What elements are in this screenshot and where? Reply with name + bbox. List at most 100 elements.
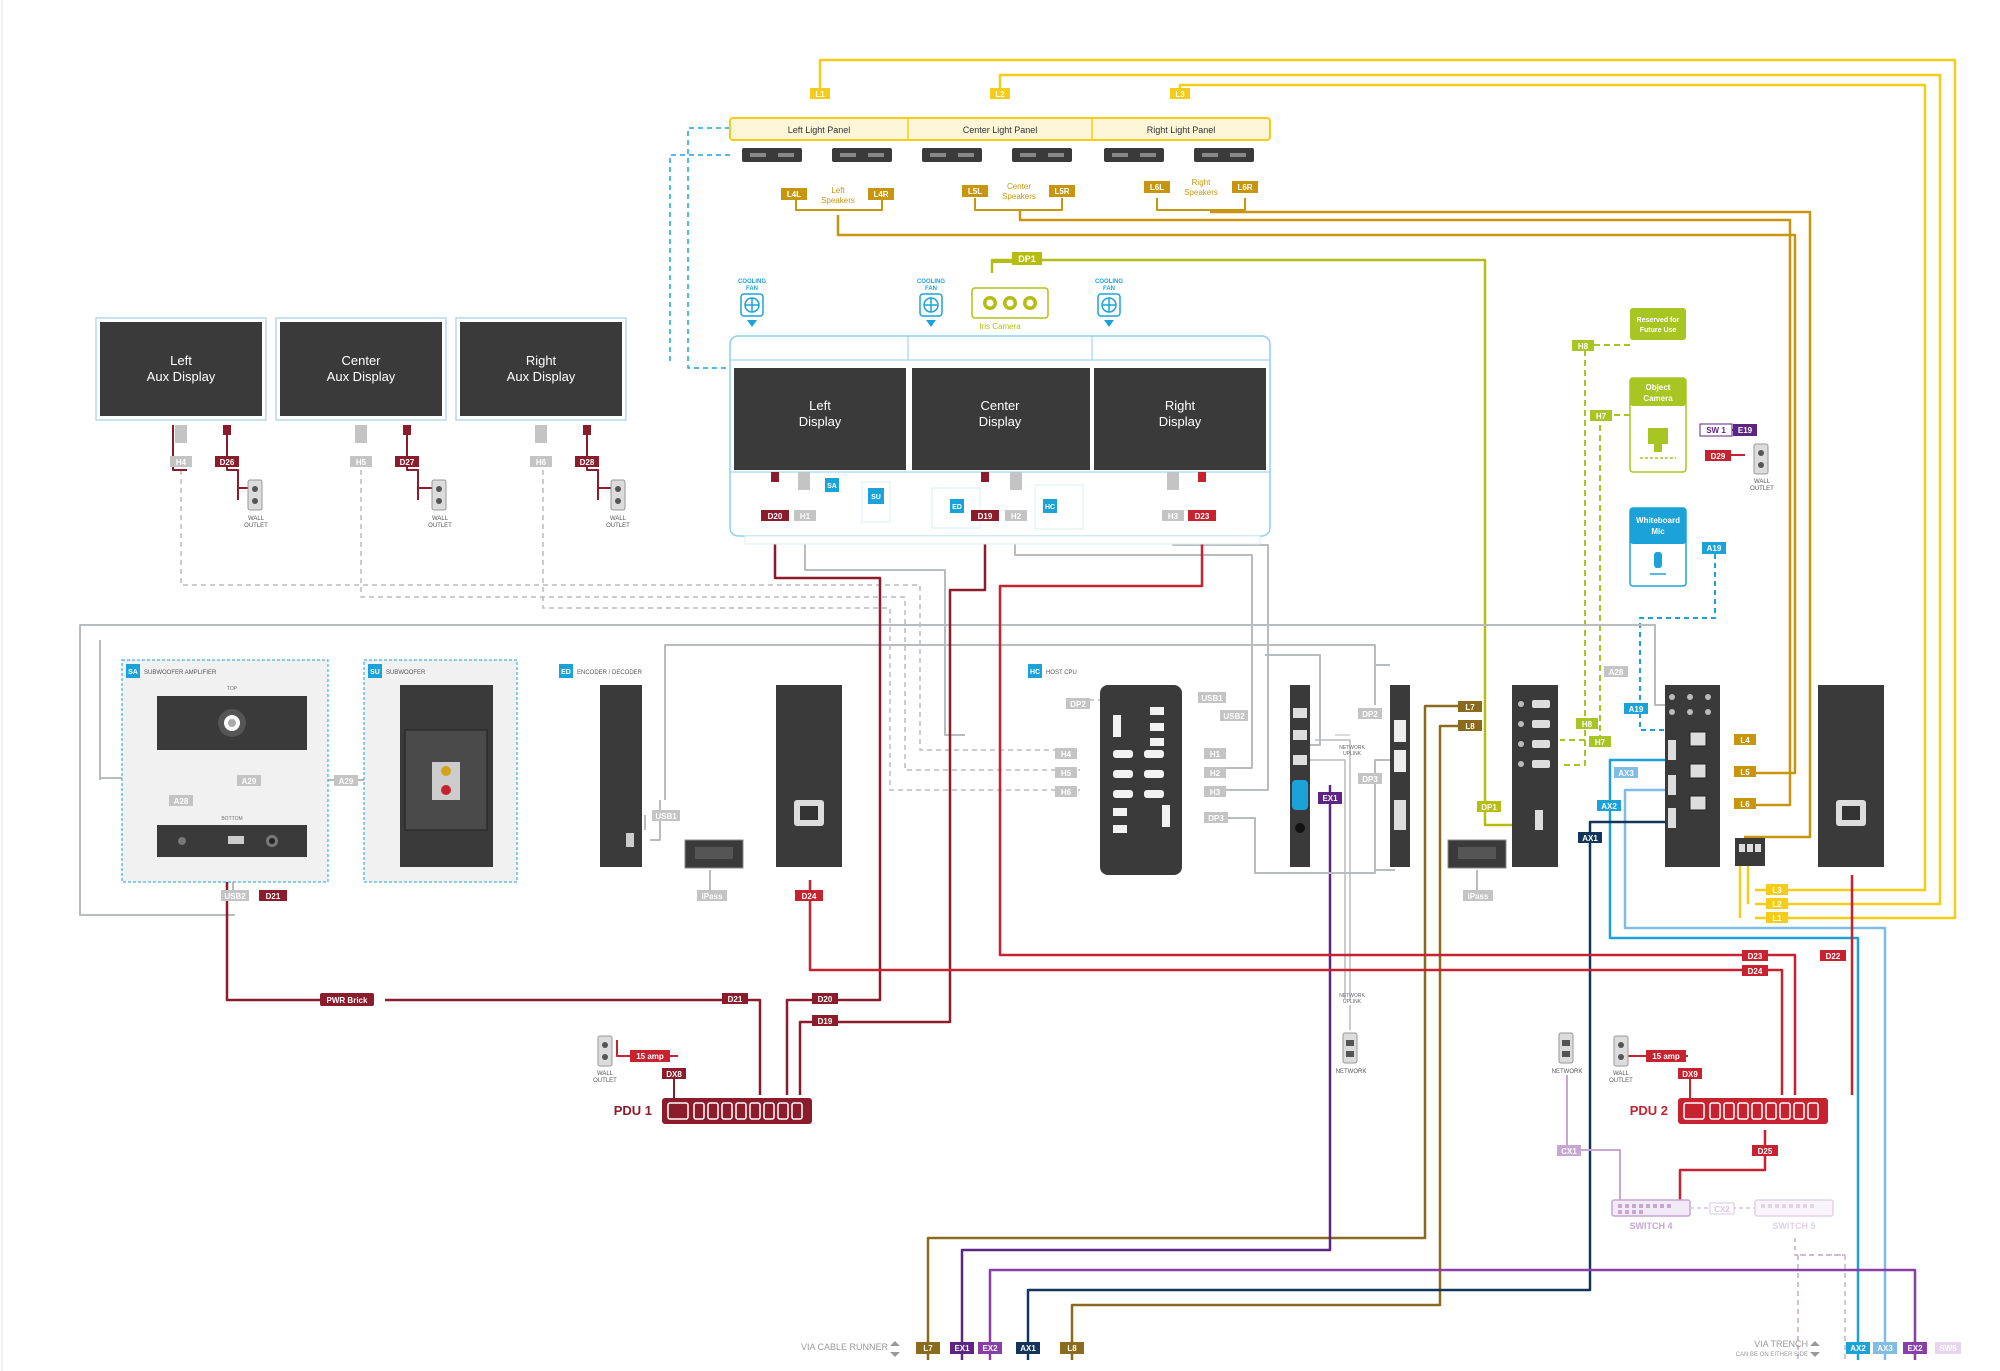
tag-d29: D29 [1711,452,1726,461]
fan-label-2: FAN [746,286,758,292]
tag-h1-hc: H1 [1210,750,1221,759]
network-uplink-label-4: UPLINK [1343,999,1362,1005]
light-panel-right-label: Right Light Panel [1147,125,1216,135]
tag-h4-aux: H4 [176,458,187,467]
tag-l5-device: L5 [1740,768,1750,777]
tag-l2-device: L2 [1772,900,1782,909]
tag-l2-top: L2 [995,90,1005,99]
power-section: PWR Brick D21 D20 D19 D23 D24 D22 D25 PD… [320,950,1846,1156]
object-camera-label-2: Camera [1643,394,1673,403]
tag-usb1-hc: USB1 [1201,694,1223,703]
tag-dx9: DX9 [1682,1070,1698,1079]
tag-l5r: L5R [1054,187,1069,196]
wall-outlet-icon: WALL OUTLET [428,479,452,529]
bottom-tag-ex2-left: EX2 [982,1344,998,1353]
tag-h4-hc: H4 [1061,750,1072,759]
light-panel-center-label: Center Light Panel [963,125,1038,135]
wall-outlet-label-1: WALL [248,516,265,522]
tag-h3-display: H3 [1168,512,1179,521]
right-speakers-label-2: Speakers [1184,188,1218,197]
tag-d22-power: D22 [1826,952,1841,961]
tag-l4-device: L4 [1740,736,1750,745]
tag-cx1: CX1 [1561,1147,1577,1156]
tag-l5l: L5L [968,187,982,196]
fan-label-1: COOLING [738,279,766,285]
network-outlet-icon: NETWORK [1336,1032,1366,1075]
sa-tag: SA [128,669,138,676]
aux-right-line1: Right [526,353,557,368]
switch4-label: SWITCH 4 [1629,1221,1672,1231]
tag-h1-display: H1 [800,512,811,521]
sa-section-label: SUBWOOFER AMPLIFIER [144,670,217,676]
wall-outlet-label-2: OUTLET [1609,1078,1633,1084]
wall-outlet-icon: WALL OUTLET [1750,443,1774,492]
light-panels: Left Light Panel Center Light Panel Righ… [729,88,1271,162]
cooling-fan-center: COOLING FAN [917,279,945,327]
tag-ipass-left: iPass [702,892,723,901]
badge-ed: ED [952,504,962,511]
fan-label-1: COOLING [1095,279,1123,285]
cooling-fan-right: COOLING FAN [1095,279,1123,327]
tag-l3-device: L3 [1772,886,1782,895]
speaker-tags: L4L L4R Left Speakers L5L L5R Center Spe… [781,178,1258,205]
tag-dp2-hc: DP2 [1070,700,1086,709]
wall-outlet-label-2: OUTLET [593,1078,617,1084]
network-uplink-label-3: NETWORK [1339,993,1365,999]
aux-right-line2: Aux Display [507,369,576,384]
wall-outlet-label-1: WALL [432,516,449,522]
aux-left-line1: Left [170,353,192,368]
tag-h7-device: H7 [1595,738,1606,747]
main-right-line2: Display [1159,414,1202,429]
center-speakers-label-2: Speakers [1002,192,1036,201]
tag-d24-power: D24 [1748,967,1763,976]
bottom-tag-ex2-right: EX2 [1907,1344,1923,1353]
main-center-line2: Display [979,414,1022,429]
badge-hc: HC [1045,504,1055,511]
tag-dp3-hc: DP3 [1208,814,1224,823]
tag-ax2-device: AX2 [1601,802,1617,811]
wall-outlet-label-1: WALL [597,1071,614,1077]
tag-dp1-device: DP1 [1481,803,1497,812]
tag-ex1-device: EX1 [1322,794,1338,803]
tag-d27: D27 [400,458,415,467]
tag-dp1-top: DP1 [1018,254,1036,264]
right-column-devices: Reserved for Future Use Object Camera SW… [1572,308,1774,587]
object-camera-label-1: Object [1646,383,1671,392]
tag-h2-display: H2 [1011,512,1022,521]
camera-area: DP1 Iris Camera COOLING FAN COOLING FAN … [738,252,1123,331]
connection-tags: A28 A29 A29 USB2 D21 USB1 iPass D24 iPas… [169,666,1788,1005]
tag-d19-display: D19 [978,512,993,521]
main-left-line1: Left [809,398,831,413]
tag-h8-device: H8 [1582,720,1593,729]
wall-outlet-label-1: WALL [610,516,627,522]
fan-label-2: FAN [925,286,937,292]
tag-d21-power: D21 [728,995,743,1004]
su-section-label: SUBWOOFER [386,670,426,676]
main-left-line2: Display [799,414,842,429]
tag-usb1-ed: USB1 [655,812,677,821]
badge-su: SU [871,494,881,501]
cooling-fan-left: COOLING FAN [738,279,766,327]
aux-center-line2: Aux Display [327,369,396,384]
pwr-brick-label: PWR Brick [327,996,368,1005]
tag-ipass-right: iPass [1468,892,1489,901]
tag-usb2-sa: USB2 [224,892,246,901]
tag-ax1-device: AX1 [1582,834,1598,843]
network-uplink-label-2: UPLINK [1343,751,1362,757]
tag-dp2-right: DP2 [1362,710,1378,719]
fan-label-1: COOLING [917,279,945,285]
tag-a19-device: A19 [1629,705,1644,714]
tag-d23-power: D23 [1748,952,1763,961]
network-outlet-icon: NETWORK [1552,1032,1582,1075]
tag-l4r: L4R [873,190,888,199]
via-cable-runner-label: VIA CABLE RUNNER [801,1342,889,1352]
bottom-tag-ex1: EX1 [954,1344,970,1353]
tag-h5-hc: H5 [1061,769,1072,778]
switch5-label: SWITCH 5 [1772,1221,1815,1231]
wall-outlet-icon: WALL OUTLET [1609,1035,1633,1084]
aux-left-line2: Aux Display [147,369,216,384]
tag-dp3-right: DP3 [1362,775,1378,784]
tag-l1-top: L1 [815,90,825,99]
tag-dx8: DX8 [666,1070,682,1079]
